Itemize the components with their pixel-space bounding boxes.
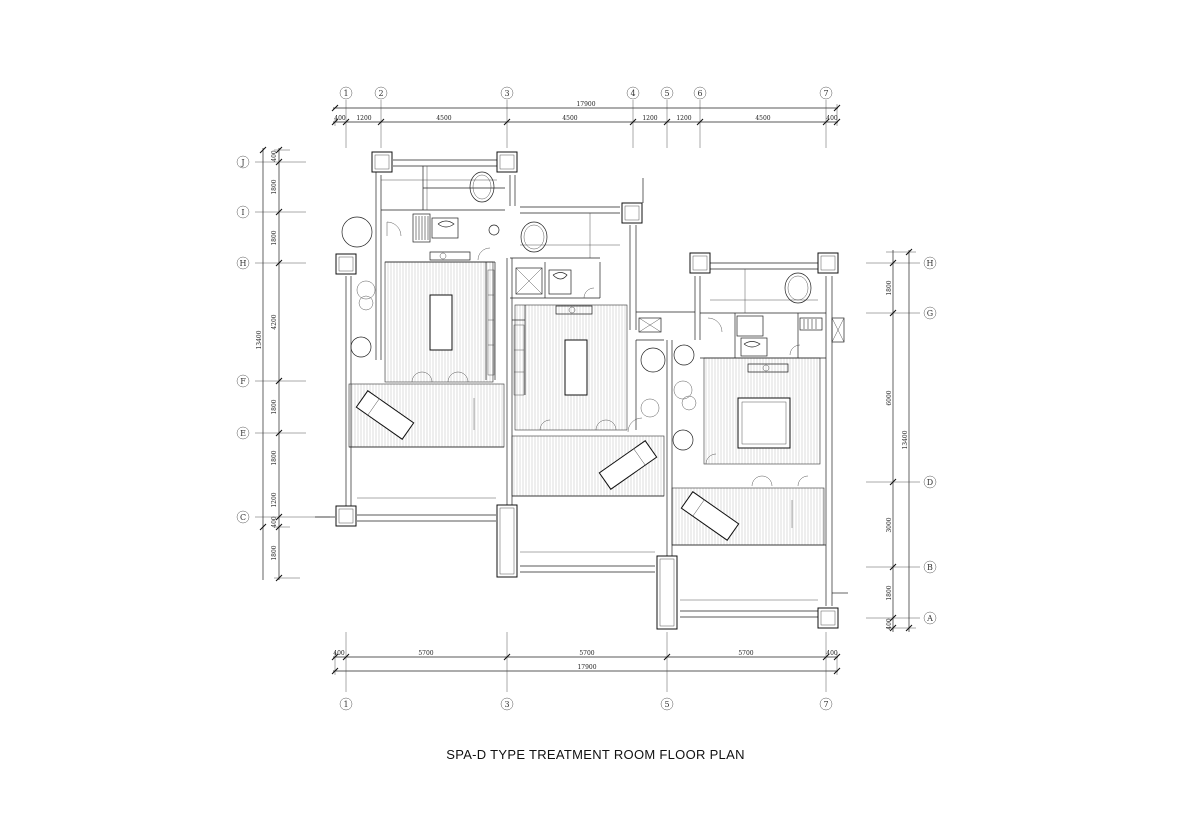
grid-right-H: H — [927, 259, 934, 268]
grid-top-2: 2 — [378, 89, 383, 98]
bottom-dim-2: 5700 — [418, 650, 433, 657]
right-dim-5: 400 — [886, 618, 893, 630]
grid-left-E: E — [240, 429, 246, 438]
right-dimension-lines — [866, 248, 920, 632]
left-total-dim: 13400 — [256, 330, 263, 349]
grid-bottom-1: 1 — [343, 700, 348, 709]
bottom-dim-3: 5700 — [579, 650, 594, 657]
grid-left-I: I — [241, 208, 244, 217]
building-walls — [315, 159, 848, 618]
left-dim-4: 4200 — [271, 314, 278, 329]
bottom-dim-5: 400 — [826, 650, 838, 657]
left-dim-6: 1800 — [271, 450, 278, 465]
plan-title: SPA-D TYPE TREATMENT ROOM FLOOR PLAN — [446, 747, 745, 762]
grid-top-7: 7 — [823, 89, 828, 98]
left-dim-3: 1800 — [271, 230, 278, 245]
bottom-dimension-lines — [331, 632, 841, 692]
grid-right-D: D — [927, 478, 933, 487]
grid-left-H: H — [240, 259, 247, 268]
top-dim-5: 1200 — [642, 115, 657, 122]
left-dim-1: 400 — [271, 150, 278, 162]
right-total-dim: 13400 — [902, 430, 909, 449]
grid-top-3: 3 — [504, 89, 509, 98]
top-dim-6: 1200 — [676, 115, 691, 122]
bathtub-fixtures — [469, 171, 812, 304]
top-dim-2: 1200 — [356, 115, 371, 122]
toilet-and-sink-fixtures — [412, 213, 845, 373]
bottom-dim-1: 400 — [333, 650, 345, 657]
bottom-dim-4: 5700 — [738, 650, 753, 657]
bottom-dimension-labels: 400 5700 5700 5700 400 17900 — [333, 650, 838, 671]
top-dim-7: 4500 — [755, 115, 770, 122]
grid-left-J: J — [240, 158, 244, 167]
structural-columns — [335, 151, 839, 630]
right-dim-1: 1800 — [886, 280, 893, 295]
left-dim-9: 1800 — [271, 545, 278, 560]
top-dim-3: 4500 — [436, 115, 451, 122]
grid-right-A: A — [926, 614, 933, 623]
top-dim-1: 400 — [334, 115, 346, 122]
top-dimension-lines — [331, 100, 841, 148]
right-dim-3: 3000 — [886, 517, 893, 532]
grid-left-C: C — [240, 513, 246, 522]
right-dim-4: 1800 — [886, 585, 893, 600]
grid-top-6: 6 — [697, 89, 702, 98]
left-dim-2: 1800 — [271, 179, 278, 194]
left-dim-8: 400 — [271, 516, 278, 528]
left-grid-bubbles: J I H F E C — [236, 155, 250, 524]
left-dimension-labels: 400 1800 1800 4200 1800 1800 1200 400 18… — [256, 150, 278, 561]
interior-partitions — [349, 166, 826, 546]
grid-top-5: 5 — [664, 89, 669, 98]
grid-top-1: 1 — [343, 89, 348, 98]
bottom-total-dim: 17900 — [577, 664, 596, 671]
bottom-grid-bubbles: 1 3 5 7 — [339, 697, 833, 711]
grid-bottom-5: 5 — [664, 700, 669, 709]
top-total-dim: 17900 — [576, 101, 595, 108]
door-swings — [386, 221, 809, 528]
left-dim-7: 1200 — [271, 492, 278, 507]
window-panels — [357, 166, 818, 601]
right-grid-bubbles: H G D B A — [923, 256, 937, 625]
treatment-beds — [355, 294, 791, 541]
top-dimension-labels: 17900 400 1200 4500 4500 1200 1200 4500 … — [334, 101, 838, 122]
left-dimension-lines — [255, 146, 330, 582]
plants-and-round-tables — [341, 216, 697, 451]
storage-cabinets — [487, 269, 525, 396]
grid-right-B: B — [927, 563, 933, 572]
top-grid-bubbles: 1 2 3 4 5 6 7 — [339, 86, 833, 100]
right-dimension-labels: 1800 6000 3000 1800 400 13400 — [886, 280, 909, 630]
right-dim-2: 6000 — [886, 390, 893, 405]
top-dim-4: 4500 — [562, 115, 577, 122]
grid-top-4: 4 — [630, 89, 635, 98]
top-dim-8: 400 — [826, 115, 838, 122]
left-dim-5: 1800 — [271, 399, 278, 414]
grid-right-G: G — [927, 309, 933, 318]
grid-bottom-7: 7 — [823, 700, 828, 709]
grid-bottom-3: 3 — [504, 700, 509, 709]
grid-left-F: F — [240, 377, 246, 386]
